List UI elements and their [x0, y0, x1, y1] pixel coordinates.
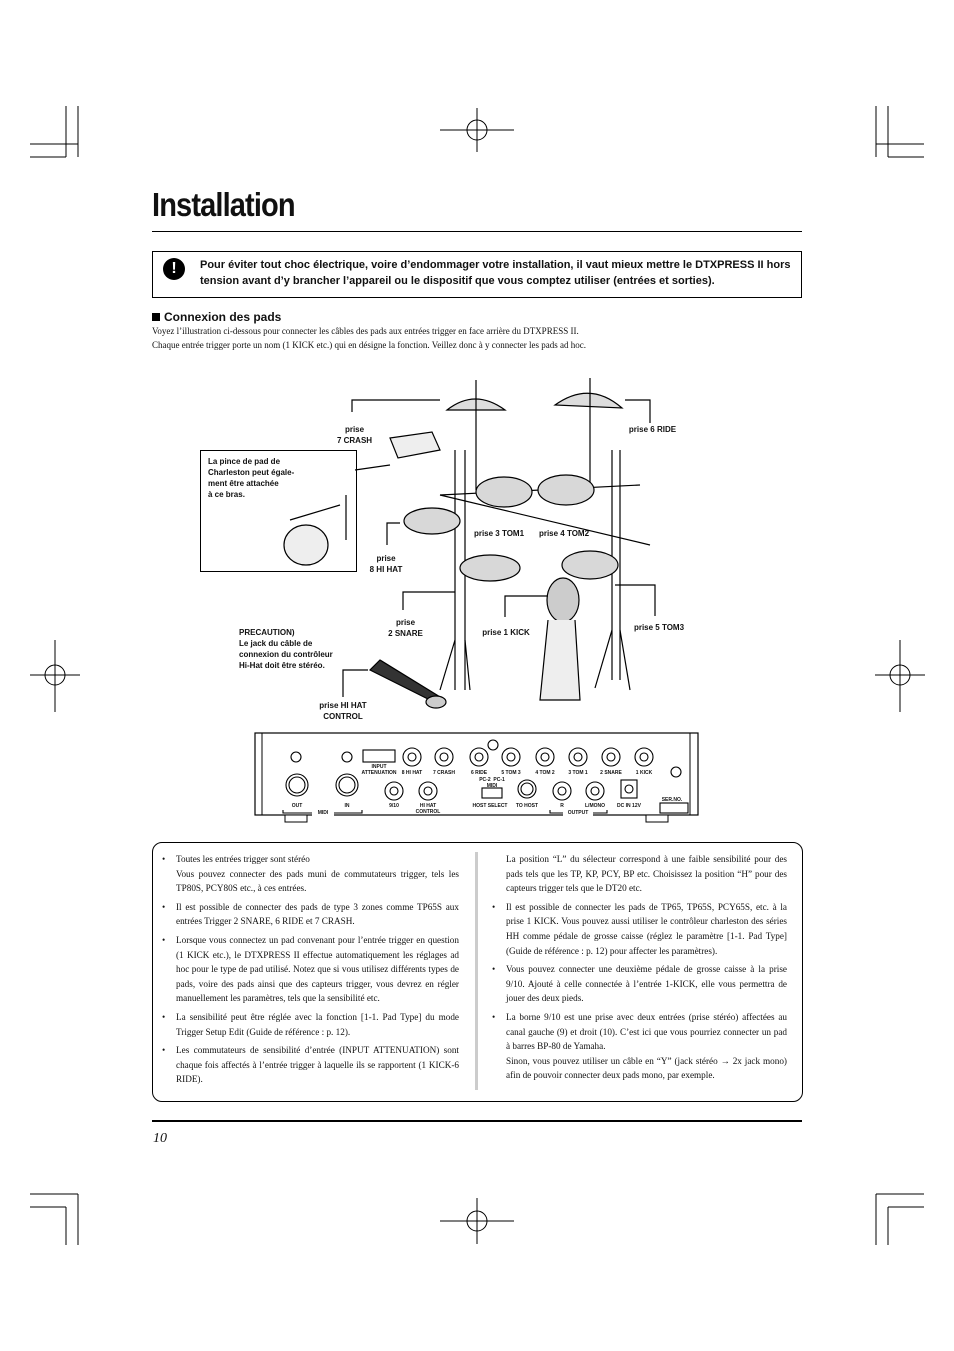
hihat-pad [403, 507, 461, 535]
panel-host-switch-label: PC-2 PC-1 MIDI [479, 777, 505, 789]
note-item: La borne 9/10 est une prise avec deux en… [490, 1010, 787, 1083]
note-text: Toutes les entrées trigger sont stéréo [176, 854, 310, 864]
label-crash: prise 7 CRASH [336, 425, 373, 445]
notes-left-column: Toutes les entrées trigger sont stéréoVo… [160, 852, 459, 1091]
square-bullet-icon [152, 313, 160, 321]
notes-box [152, 842, 803, 1102]
panel-midi-in-label: IN [344, 803, 350, 809]
notes-right-column: La position “L” du sélecteur correspond … [490, 852, 787, 1087]
callout-box [200, 450, 357, 572]
panel-jack-label: 7 CRASH [433, 770, 455, 776]
note-text: Les commutateurs de sensibilité d’entrée… [176, 1045, 459, 1085]
note-item: Vous pouvez connecter une deuxième pédal… [490, 962, 787, 1006]
note-text: Il est possible de connecter les pads de… [506, 901, 787, 956]
note-item: Il est possible de connecter des pads de… [160, 900, 459, 929]
notes-right-intro: La position “L” du sélecteur correspond … [506, 854, 787, 894]
note-text: Il est possible de connecter des pads de… [176, 901, 459, 927]
label-kick: prise 1 KICK [482, 628, 530, 637]
section-heading: Connexion des pads [152, 310, 281, 324]
label-hihat: prise 8 HI HAT [369, 554, 403, 574]
panel-midi-label: MIDI [312, 810, 334, 816]
label-tom2: prise 4 TOM2 [538, 529, 590, 538]
label-ride: prise 6 RIDE [628, 425, 677, 434]
panel-ser-no-label: SER.NO. [661, 797, 683, 803]
panel-attenuation-label: INPUT ATTENUATION [361, 764, 397, 776]
note-extra: Sinon, vous pouvez utiliser un câble en … [506, 1055, 787, 1081]
warning-text: Pour éviter tout choc électrique, voire … [200, 259, 791, 287]
registration-marks [30, 108, 925, 1244]
panel-jack-label: 5 TOM 3 [501, 770, 521, 776]
note-item: Les commutateurs de sensibilité d’entrée… [160, 1043, 459, 1087]
note-item: La sensibilité peut être réglée avec la … [160, 1010, 459, 1039]
note-item: Toutes les entrées trigger sont stéréoVo… [160, 852, 459, 896]
kick-pad [546, 577, 580, 623]
intro-line-1: Voyez l’illustration ci-dessous pour con… [152, 326, 579, 336]
panel-output-label: OUTPUT [563, 810, 593, 816]
note-text: Lorsque vous connectez un pad convenant … [176, 934, 459, 1004]
label-tom1: prise 3 TOM1 [473, 529, 525, 538]
panel-dc-in-label: DC IN 12V [617, 803, 641, 809]
note-text: Vous pouvez connecter une deuxième pédal… [506, 964, 787, 1004]
label-precaution: PRECAUTION) Le jack du câble de connexio… [239, 628, 333, 670]
label-tom3: prise 5 TOM3 [633, 623, 685, 632]
section-intro: Voyez l’illustration ci-dessous pour con… [152, 325, 802, 352]
label-snare: prise 2 SNARE [388, 618, 423, 638]
callout-text: La pince de pad de Charleston peut égale… [208, 457, 295, 499]
note-text: La sensibilité peut être réglée avec la … [176, 1011, 459, 1037]
page-title: Installation [152, 186, 296, 223]
panel-midi-out-label: OUT [291, 803, 303, 809]
section-heading-text: Connexion des pads [164, 310, 282, 324]
panel-out-l-label: L/MONO [585, 803, 605, 809]
panel-hhctrl-label: HI HAT CONTROL [415, 803, 441, 815]
note-text: La borne 9/10 est une prise avec deux en… [506, 1011, 787, 1052]
panel-jack-label: 1 KICK [635, 770, 653, 776]
tom2-pad [537, 474, 595, 506]
drum-kit-illustration [283, 378, 656, 709]
tom3-pad [561, 550, 619, 580]
notes-divider [475, 852, 478, 1090]
panel-910-label: 9/10 [389, 803, 399, 809]
panel-to-host-label: TO HOST [515, 803, 539, 809]
intro-line-2: Chaque entrée trigger porte un nom (1 KI… [152, 339, 586, 350]
crop-marks [30, 106, 924, 1245]
panel-jack-label: 4 TOM 2 [535, 770, 555, 776]
exclamation-icon: ! [163, 258, 185, 280]
panel-jack-label: 2 SNARE [600, 770, 622, 776]
panel-jack-label: 8 HI HAT [401, 770, 423, 776]
panel-jack-label: 6 RIDE [470, 770, 488, 776]
warning-box [152, 251, 802, 298]
note-extra: Vous pouvez connecter des pads muni de c… [176, 868, 459, 894]
ride-cymbal [553, 392, 624, 409]
panel-out-r-label: R [560, 803, 564, 809]
note-item: Il est possible de connecter les pads de… [490, 900, 787, 958]
panel-host-select-label: HOST SELECT [472, 803, 508, 809]
panel-jack-label: 3 TOM 1 [568, 770, 588, 776]
drum-module [389, 431, 441, 459]
page-number: 10 [153, 1131, 167, 1146]
rear-panel-drawing [254, 732, 699, 823]
tom1-pad [475, 476, 533, 508]
note-item: Lorsque vous connectez un pad convenant … [160, 933, 459, 1006]
bottom-rule [152, 1120, 802, 1122]
snare-pad [459, 554, 521, 582]
label-hihat-control: prise HI HAT CONTROL [319, 701, 367, 721]
top-rule [152, 231, 802, 232]
